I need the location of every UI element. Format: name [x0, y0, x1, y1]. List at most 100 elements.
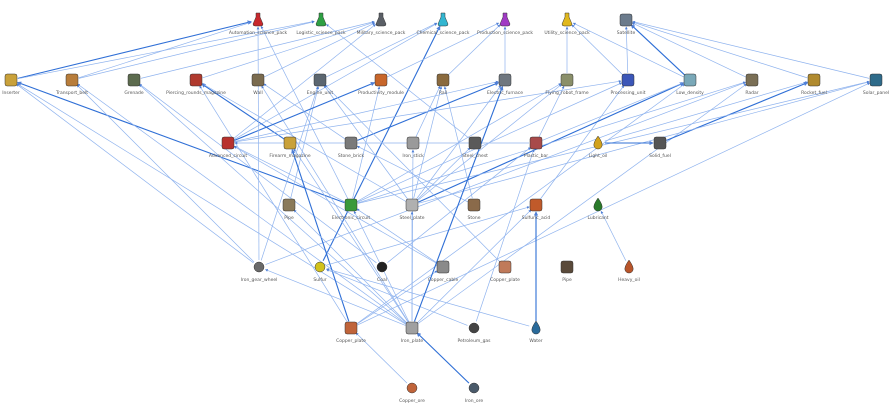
node-petroleum-gas[interactable]: Petroleum_gas: [457, 322, 491, 344]
edge-iron_gear_wheel-to-transport_belt: [76, 84, 255, 263]
node-stone-brick[interactable]: Stone_brick: [338, 136, 365, 159]
node-chemical-science-pack[interactable]: Chemical_science_pack: [416, 12, 470, 36]
edge-electronic_circuit-to-inserter: [16, 81, 345, 204]
edge-productivity_module-to-production_science_pack: [387, 22, 500, 78]
edge-iron_gear_wheel-to-inserter: [16, 83, 254, 264]
node-label: Petroleum_gas: [457, 338, 491, 344]
node-flying-robot-frame[interactable]: Flying_robot_frame: [545, 73, 589, 96]
edge-iron_plate-to-pipe: [293, 209, 408, 324]
node-production-science-pack[interactable]: Production_science_pack: [477, 12, 533, 36]
node-label: Inserter: [2, 90, 20, 96]
gear-icon: [253, 261, 265, 273]
node-logistic-science-pack[interactable]: Logistic_science_pack: [296, 12, 346, 36]
node-solar-panel[interactable]: Solar_panel: [863, 73, 889, 96]
node-label: Iron_gear_wheel: [241, 277, 278, 283]
node-electronic-circuit[interactable]: Electronic_circuit: [332, 198, 370, 221]
edge-iron_plate-to-wall: [261, 85, 409, 323]
node-label: Rail: [439, 90, 447, 96]
node-productivity-module[interactable]: Productivity_module: [358, 73, 404, 96]
node-iron-ore[interactable]: Iron_ore: [465, 382, 483, 404]
node-heavy-oil[interactable]: Heavy_oil: [618, 259, 640, 283]
grenade-icon: [127, 73, 141, 87]
node-water[interactable]: Water: [529, 320, 543, 344]
node-label: Electric_furnace: [487, 90, 523, 96]
node-transport-belt[interactable]: Transport_belt: [55, 73, 88, 96]
node-pipe[interactable]: Pipe: [282, 198, 296, 221]
node-sulfur-acid[interactable]: Sulfuric_acid: [522, 198, 551, 221]
node-copper-plate[interactable]: Copper_plate: [336, 321, 366, 344]
node-label: Satellite: [617, 30, 636, 36]
node-automation-science-pack[interactable]: Automation_science_pack: [229, 12, 288, 36]
node-utility-science-pack[interactable]: Utility_science_pack: [544, 12, 590, 36]
edge-pipe-to-engine_unit: [290, 86, 320, 199]
node-iron-gear-wheel[interactable]: Iron_gear_wheel: [241, 261, 278, 283]
node-sulfur[interactable]: Sulfur: [313, 261, 327, 283]
edge-heavy_oil-to-lubricant: [600, 210, 627, 261]
node-stone[interactable]: Stone: [468, 198, 481, 221]
node-label: Water: [529, 338, 542, 344]
edge-plastic_bar-to-flying_robot_frame: [538, 85, 565, 137]
node-firearm-magazine[interactable]: Firearm_magazine: [269, 136, 311, 159]
node-label: Radar: [745, 90, 758, 96]
edge-advanced_circuit-to-processing_unit: [234, 80, 622, 143]
pipe-dark-icon: [560, 260, 574, 274]
copper-plate-icon: [344, 321, 358, 335]
node-iron-plate-b[interactable]: Copper_cable: [428, 260, 459, 283]
node-copper-ore[interactable]: Copper_ore: [399, 382, 425, 404]
node-inserter[interactable]: Inserter: [2, 73, 20, 96]
node-wall[interactable]: Wall: [251, 73, 265, 96]
node-steel-plate[interactable]: Steel_plate: [399, 198, 425, 221]
node-label: Production_science_pack: [477, 30, 533, 36]
edge-piercing_rounds_magazine-to-military_science_pack: [202, 21, 375, 79]
node-engine-unit[interactable]: Engine_unit: [307, 73, 334, 96]
node-low-density[interactable]: Low_density: [676, 73, 704, 96]
edge-electronic_circuit-to-advanced_circuit: [233, 145, 345, 203]
node-lubricant[interactable]: Lubricant: [587, 197, 609, 221]
node-rail[interactable]: Rail: [436, 73, 450, 96]
node-plastic-bar[interactable]: Plastic_bar: [524, 136, 548, 159]
node-military-science-pack[interactable]: Military_science_pack: [357, 12, 406, 36]
robot-frame-icon: [560, 73, 574, 87]
node-iron-plate[interactable]: Iron_plate: [401, 321, 424, 344]
node-label: Iron_plate: [401, 338, 424, 344]
edge-steel_plate-to-steel_chest: [416, 147, 471, 201]
edge-inserter-to-logistic_science_pack: [17, 20, 315, 80]
node-electric-furnace[interactable]: Electric_furnace: [487, 73, 523, 96]
node-label: Stone_brick: [338, 153, 365, 159]
node-radar[interactable]: Radar: [745, 73, 759, 96]
node-copper-cable[interactable]: Copper_plate: [490, 260, 520, 283]
node-solid-fuel[interactable]: Solid_fuel: [649, 136, 671, 159]
gas-icon: [468, 322, 480, 334]
node-satellite[interactable]: Satellite: [617, 13, 636, 36]
node-label: Military_science_pack: [357, 30, 406, 36]
node-iron-stick[interactable]: Iron_stick: [402, 136, 424, 159]
edge-water-to-sulfur: [326, 268, 530, 327]
edge-iron_gear_wheel-to-automation_science_pack: [256, 26, 260, 261]
node-advanced-circuit[interactable]: Advanced_circuit: [209, 136, 248, 159]
node-grenade[interactable]: Grenade: [124, 73, 144, 96]
node-label: Grenade: [124, 90, 143, 96]
sulfur-icon: [314, 261, 326, 273]
node-processing-unit[interactable]: Processing_unit: [611, 73, 646, 96]
module-icon: [374, 73, 388, 87]
edge-iron_plate-to-firearm_magazine: [293, 148, 409, 323]
node-pipe2[interactable]: Pipe: [560, 260, 574, 283]
node-label: Iron_ore: [465, 398, 483, 404]
node-coal[interactable]: Coal: [376, 261, 388, 283]
edge-copper_cable-to-engine_unit: [324, 84, 501, 263]
node-label: Stone: [468, 215, 481, 221]
node-label: Piercing_rounds_magazine: [166, 90, 226, 96]
edge-low_density-to-utility_science_pack: [572, 22, 684, 78]
radar-icon: [745, 73, 759, 87]
node-steel-chest[interactable]: Steel_chest: [462, 136, 488, 159]
node-label: Low_density: [676, 90, 704, 96]
node-label: Logistic_science_pack: [296, 30, 346, 36]
edge-iron_gear_wheel-to-radar: [265, 82, 746, 265]
edge-wall-to-military_science_pack: [264, 22, 376, 78]
node-piercing-rounds-magazine[interactable]: Piercing_rounds_magazine: [166, 73, 226, 96]
node-label: Lubricant: [587, 215, 608, 221]
node-rocket-fuel[interactable]: Rocket_fuel: [801, 73, 827, 96]
node-light-oil[interactable]: Light_oil: [589, 135, 608, 159]
node-label: Flying_robot_frame: [545, 90, 588, 96]
chip-green-icon: [344, 198, 358, 212]
